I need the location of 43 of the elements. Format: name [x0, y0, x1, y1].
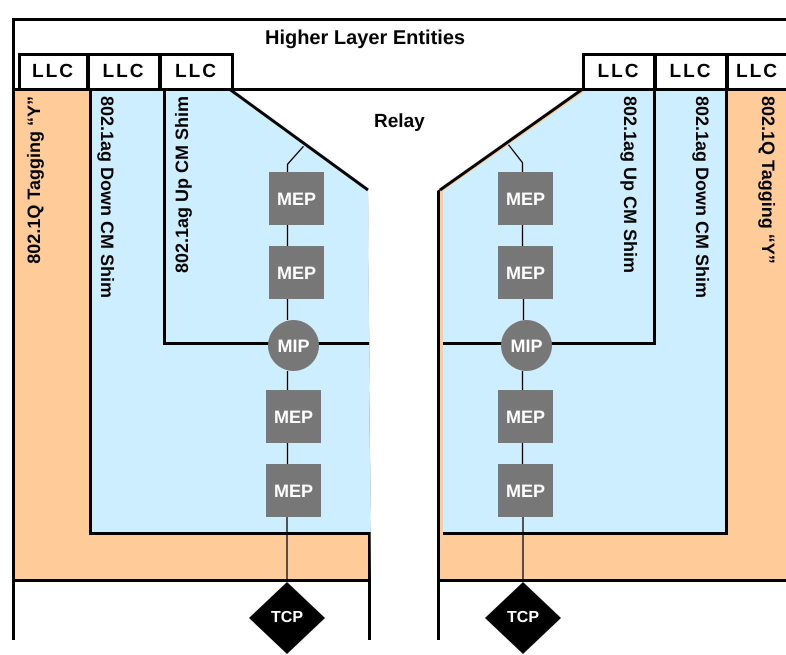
layer-panel [437, 91, 786, 582]
mep-label: MEP [504, 480, 546, 502]
layer-panel [443, 91, 728, 535]
connector-line [522, 225, 524, 246]
llc-block: LLC [582, 53, 656, 91]
llc-block: LLC [726, 53, 786, 91]
tcp-label: TCP [506, 608, 540, 628]
relay-label: Relay [374, 111, 425, 133]
mep-label: MEP [504, 188, 546, 210]
connector-line [522, 299, 524, 320]
llc-block: LLC [18, 53, 89, 91]
layer-panel [12, 91, 371, 582]
connector-line [522, 371, 524, 390]
connector-line [286, 517, 288, 582]
mep-label: MEP [276, 188, 317, 210]
connector-line [286, 371, 288, 390]
mip-label: MIP [276, 334, 310, 356]
layer-label: 802.1ag Down CM Shim [96, 96, 118, 298]
llc-block: LLC [87, 53, 161, 91]
llc-block: LLC [654, 53, 728, 91]
mep-label: MEP [504, 262, 546, 284]
layer-title: Higher Layer Entities [265, 27, 466, 50]
layer-box [12, 18, 786, 91]
llc-block: LLC [159, 53, 234, 91]
layer-label: 802.1ag Up CM Shim [171, 96, 193, 274]
connector-line [286, 299, 288, 320]
connector-line [286, 146, 304, 172]
layer-label: 802.1ag Down CM Shim [691, 96, 713, 298]
layer-panel [89, 91, 371, 535]
tcp-label: TCP [270, 608, 304, 628]
connector-line [522, 443, 524, 464]
layer-label: 802.1Q Tagging “Y” [757, 96, 779, 264]
mip-label: MIP [509, 334, 544, 356]
connector-line [286, 225, 288, 246]
mep-label: MEP [272, 406, 314, 428]
mep-label: MEP [276, 262, 317, 284]
layer-label: 802.1ag Up CM Shim [619, 96, 641, 274]
mep-label: MEP [504, 406, 546, 428]
connector-line [286, 443, 288, 464]
mep-label: MEP [272, 480, 314, 502]
layer-label: 802.1Q Tagging “Y” [23, 96, 45, 264]
connector-line [508, 144, 524, 172]
connector-line [522, 517, 524, 582]
